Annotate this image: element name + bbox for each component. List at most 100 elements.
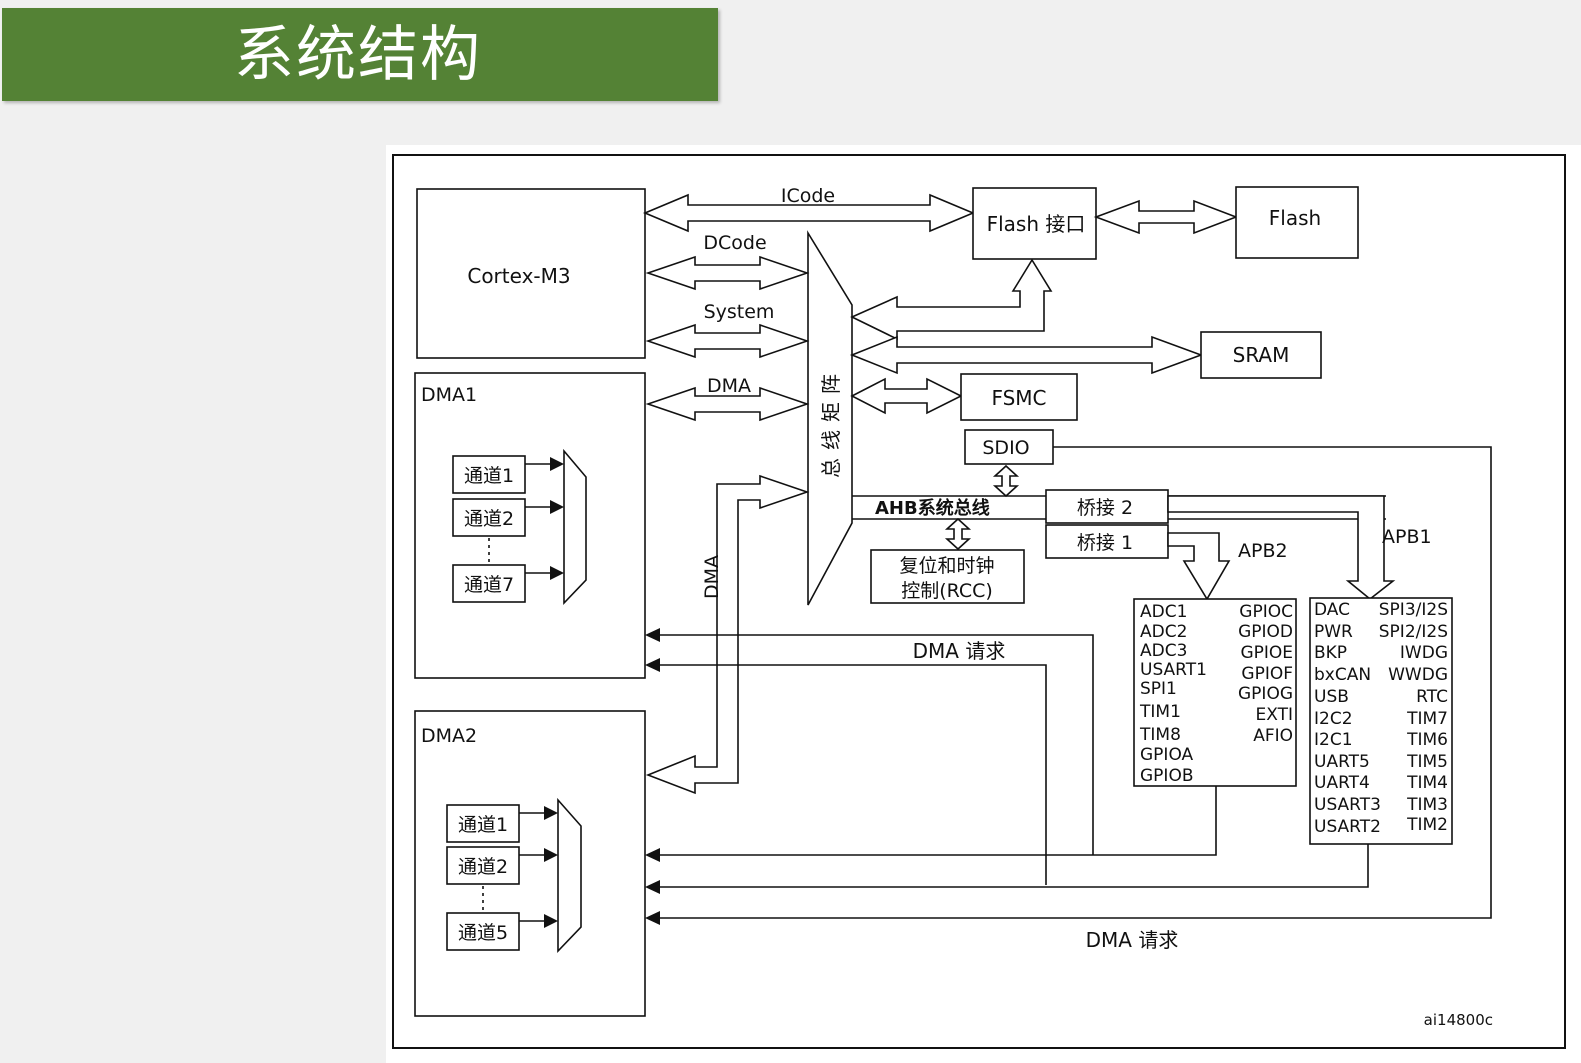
apb1-peripheral-list-right: SPI3/I2S SPI2/I2S IWDG WWDG RTC TIM7 TIM…: [1379, 600, 1448, 835]
system-label: System: [704, 301, 775, 323]
apb2-peripheral: GPIOF: [1241, 664, 1293, 684]
apb2-peripheral: GPIOB: [1140, 766, 1193, 786]
bus-matrix: [807, 230, 853, 606]
dma2-channel-2: [446, 846, 520, 885]
apb2-peripheral: ADC1: [1140, 602, 1187, 622]
diagram-panel: Cortex-M3 DMA1 通道1 通道2 通道7 DMA2 通道1 通道2 …: [386, 145, 1581, 1063]
dma1-channel-arrows: [525, 457, 564, 580]
apb1-peripheral: WWDG: [1388, 665, 1448, 685]
apb1-peripheral: USB: [1314, 687, 1349, 707]
apb1-peripheral: SPI2/I2S: [1379, 622, 1448, 642]
sdio-label: SDIO: [982, 437, 1029, 459]
apb2-peripheral: SPI1: [1140, 679, 1177, 699]
apb1-peripheral: TIM7: [1406, 709, 1448, 729]
apb1-peripheral: USART2: [1314, 817, 1381, 837]
apb1-label: APB1: [1382, 526, 1432, 548]
sram-label: SRAM: [1233, 343, 1290, 367]
sram-box: [1200, 331, 1322, 379]
dma1-channel-7-label: 通道7: [464, 574, 514, 596]
sram-arrow: [849, 335, 1204, 375]
apb1-peripheral: DAC: [1314, 600, 1350, 620]
dcode-label: DCode: [703, 232, 766, 254]
apb1-peripheral: UART4: [1314, 773, 1370, 793]
apb2-peripheral: TIM1: [1139, 702, 1181, 722]
apb1-peripheral: I2C1: [1314, 730, 1353, 750]
apb1-peripheral: bxCAN: [1314, 665, 1371, 685]
apb1-peripheral: TIM6: [1406, 730, 1448, 750]
apb2-peripheral: GPIOD: [1238, 622, 1293, 642]
dma1-box: [414, 372, 646, 679]
apb2-peripheral: GPIOG: [1238, 684, 1293, 704]
apb1-peripheral: I2C2: [1314, 709, 1353, 729]
apb1-peripheral: PWR: [1314, 622, 1353, 642]
dma-request-label-2: DMA 请求: [1086, 928, 1179, 952]
dma1-channel-1: [452, 455, 526, 494]
apb1-peripheral: TIM5: [1406, 752, 1448, 772]
dma1-channel-7: [452, 564, 526, 603]
apb1-bus-arrow: [1167, 495, 1396, 601]
dma2-channel-1: [446, 804, 520, 843]
flash-interface-label: Flash 接口: [987, 212, 1086, 236]
apb1-peripheral: IWDG: [1400, 643, 1448, 663]
dma2-label: DMA2: [421, 725, 477, 747]
fsmc-label: FSMC: [991, 386, 1046, 410]
bus-matrix-label: 总线矩阵: [819, 366, 843, 478]
apb2-label: APB2: [1238, 540, 1288, 562]
dma2-channel-5: [446, 912, 520, 951]
rcc-label-line2: 控制(RCC): [901, 580, 993, 602]
dma2-channel-5-label: 通道5: [458, 922, 508, 944]
dma1-arbiter-mux: [563, 448, 587, 605]
apb2-peripherals-box: [1133, 598, 1297, 787]
dma2-channel-1-label: 通道1: [458, 814, 508, 836]
cortex-m3-box: [416, 188, 646, 359]
dma2-arbiter-mux: [557, 797, 582, 953]
dma-vertical-label: DMA: [701, 555, 723, 599]
dma1-label: DMA1: [421, 384, 477, 406]
apb2-peripheral: GPIOE: [1240, 643, 1293, 663]
flash-box: [1235, 186, 1359, 259]
apb1-peripheral: TIM4: [1406, 773, 1448, 793]
dma2-channel-2-label: 通道2: [458, 856, 508, 878]
apb2-peripheral: GPIOA: [1140, 745, 1194, 765]
title-bar: 系统结构: [2, 8, 718, 101]
bridge2-label: 桥接 2: [1077, 497, 1133, 519]
apb1-peripheral: RTC: [1416, 687, 1448, 707]
apb2-peripheral: ADC2: [1140, 622, 1187, 642]
architecture-diagram: Cortex-M3 DMA1 通道1 通道2 通道7 DMA2 通道1 通道2 …: [392, 154, 1566, 1049]
apb2-peripheral-list-right: GPIOC GPIOD GPIOE GPIOF GPIOG EXTI AFIO: [1238, 602, 1293, 746]
apb1-peripheral-list-left: DAC PWR BKP bxCAN USB I2C2 I2C1 UART5 UA…: [1314, 600, 1381, 837]
apb1-peripheral: USART3: [1314, 795, 1381, 815]
dma-request-label-1: DMA 请求: [913, 639, 1006, 663]
apb2-peripheral: EXTI: [1256, 705, 1294, 725]
flash-link-arrow: [1093, 199, 1239, 235]
apb1-peripheral: SPI3/I2S: [1379, 600, 1448, 620]
dma1-channel-2: [452, 498, 526, 537]
icode-label: ICode: [781, 185, 835, 207]
sdio-ahb-arrow: [992, 464, 1020, 498]
rcc-box: [870, 549, 1025, 604]
dma-bus-label: DMA: [707, 375, 751, 397]
apb1-peripheral: TIM2: [1406, 815, 1448, 835]
dma-request-lines: [645, 446, 1492, 925]
dma2-channel-arrows: [519, 806, 558, 928]
dma-bus-arrow: [645, 386, 810, 422]
rcc-ahb-arrow: [944, 517, 972, 551]
apb2-peripheral: ADC3: [1140, 641, 1187, 661]
apb2-bus-arrow: [1167, 532, 1231, 601]
bridge1-label: 桥接 1: [1077, 532, 1133, 554]
dma1-channel-2-label: 通道2: [464, 508, 514, 530]
ahb-bus-label: AHB系统总线: [875, 497, 990, 519]
dcode-arrow: [645, 255, 810, 291]
diagram-frame: [392, 154, 1566, 1049]
apb1-peripherals-box: [1309, 597, 1453, 845]
cortex-m3-label: Cortex-M3: [467, 264, 570, 288]
matrix-flash-arrow: [850, 258, 1053, 341]
apb1-peripheral: BKP: [1314, 643, 1347, 663]
dma1-channel-1-label: 通道1: [464, 465, 514, 487]
apb2-peripheral: USART1: [1140, 660, 1207, 680]
fsmc-box: [960, 373, 1078, 421]
apb2-peripheral: TIM8: [1139, 725, 1181, 745]
page-title: 系统结构: [234, 20, 482, 90]
apb1-peripheral: TIM3: [1406, 795, 1448, 815]
apb1-peripheral: UART5: [1314, 752, 1370, 772]
